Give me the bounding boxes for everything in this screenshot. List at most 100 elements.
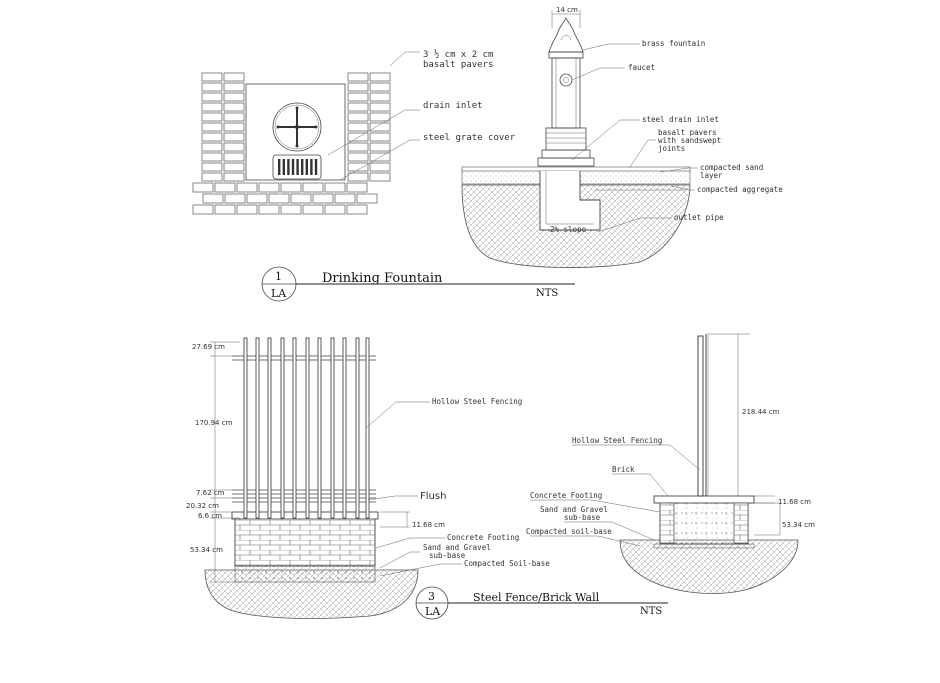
detail-1-scale: NTS — [536, 288, 558, 299]
paver — [347, 132, 369, 142]
paver — [369, 92, 391, 102]
fence-picket — [280, 337, 285, 519]
paver — [223, 132, 245, 142]
paver — [369, 112, 391, 122]
brass-fountain-icon — [537, 17, 595, 167]
paver — [369, 72, 391, 82]
label-basalt-pavers-line2: with sandswept — [658, 136, 721, 145]
label-concrete-footing-sect: Concrete Footing — [530, 491, 602, 500]
paver — [369, 122, 391, 132]
fence-picket — [267, 337, 272, 519]
paver — [347, 102, 369, 112]
detail-3-callout-sheet: LA — [425, 605, 441, 618]
paver — [347, 122, 369, 132]
detail-3-scale: NTS — [640, 606, 662, 617]
paver — [202, 193, 224, 204]
label-slope: 2% slope — [550, 225, 587, 234]
dim-7-62: 7.62 cm — [196, 489, 225, 497]
paver — [334, 193, 356, 204]
paver — [214, 204, 236, 215]
label-pavers-line2: basalt pavers — [423, 60, 493, 70]
grate-slot — [287, 159, 290, 175]
dim-top: 27.69 cm — [192, 343, 225, 351]
fence-picket — [330, 337, 335, 519]
paver — [369, 172, 391, 182]
detail-1-title-block: 1 LA Drinking Fountain NTS — [261, 266, 575, 302]
fence-picket — [365, 337, 370, 519]
paver — [236, 204, 258, 215]
label-sand-gravel-line2-sect: sub-base — [564, 513, 601, 522]
fence-picket — [243, 337, 248, 519]
paver — [201, 152, 223, 162]
drain-inlet-icon — [272, 102, 322, 152]
paver — [347, 142, 369, 152]
label-brass-fountain: brass fountain — [642, 39, 705, 48]
paver — [347, 72, 369, 82]
paver — [223, 102, 245, 112]
paver — [356, 193, 378, 204]
paver — [223, 172, 245, 182]
label-basalt-pavers-line3: joints — [658, 144, 685, 153]
paver — [223, 72, 245, 82]
paver — [347, 82, 369, 92]
paver — [223, 92, 245, 102]
dim-fence: 170.94 cm — [195, 419, 233, 427]
paver — [346, 204, 368, 215]
label-pavers-line1: 3 ½ cm x 2 cm — [423, 49, 493, 60]
label-outlet-pipe: outlet pipe — [674, 213, 724, 222]
label-compacted-soil-elev: Compacted Soil-base — [464, 559, 550, 568]
paver — [201, 102, 223, 112]
detail-3-title: Steel Fence/Brick Wall — [473, 591, 600, 604]
paver — [324, 204, 346, 215]
grate-slot — [278, 159, 281, 175]
label-compacted-sand-line1: compacted sand — [700, 163, 763, 172]
paver — [346, 182, 368, 193]
fountain-section-view: 2% slope 14 cm brass fountain faucet — [461, 6, 783, 268]
paver — [369, 82, 391, 92]
paver — [214, 182, 236, 193]
fence-picket — [342, 337, 347, 519]
grate-slot — [301, 159, 304, 175]
paver — [280, 182, 302, 193]
detail-3-callout-number: 3 — [428, 590, 435, 603]
grate-slot — [305, 159, 308, 175]
grate-slot — [296, 159, 299, 175]
dim-11-68-elev: 11.68 cm — [412, 521, 445, 529]
paver — [347, 112, 369, 122]
label-hollow-steel-fencing-sect: Hollow Steel Fencing — [572, 436, 662, 445]
paver — [201, 92, 223, 102]
paver — [258, 204, 280, 215]
paver — [201, 112, 223, 122]
paver — [223, 162, 245, 172]
label-basalt-pavers-line1: basalt pavers — [658, 128, 717, 137]
paver — [201, 132, 223, 142]
fence-picket — [292, 337, 297, 519]
label-steel-drain-inlet: steel drain inlet — [642, 115, 719, 124]
grate-slot — [291, 159, 295, 175]
paver — [312, 193, 334, 204]
fence-picket — [317, 337, 322, 519]
paver — [369, 132, 391, 142]
paver — [201, 142, 223, 152]
grate-slot — [314, 159, 318, 175]
label-concrete-footing-elev: Concrete Footing — [447, 533, 519, 542]
paver — [280, 204, 302, 215]
paver — [258, 182, 280, 193]
detail-1-title: Drinking Fountain — [322, 271, 443, 286]
paver — [290, 193, 312, 204]
paver — [223, 152, 245, 162]
paver — [223, 112, 245, 122]
grate-slot — [282, 159, 285, 175]
fence-picket — [305, 337, 310, 519]
dim-11-68-sect: 11.68 cm — [778, 498, 811, 506]
paver — [246, 193, 268, 204]
grate-slot — [310, 159, 313, 175]
paver — [201, 82, 223, 92]
detail-1-callout-sheet: LA — [271, 287, 287, 300]
paver — [201, 72, 223, 82]
fountain-plan-view: 3 ½ cm x 2 cm basalt pavers drain inlet … — [192, 49, 516, 215]
label-steel-grate-cover: steel grate cover — [423, 133, 516, 143]
label-sand-gravel-line2-elev: sub-base — [429, 551, 466, 560]
label-compacted-soil-sect: Compacted soil-base — [526, 527, 612, 536]
